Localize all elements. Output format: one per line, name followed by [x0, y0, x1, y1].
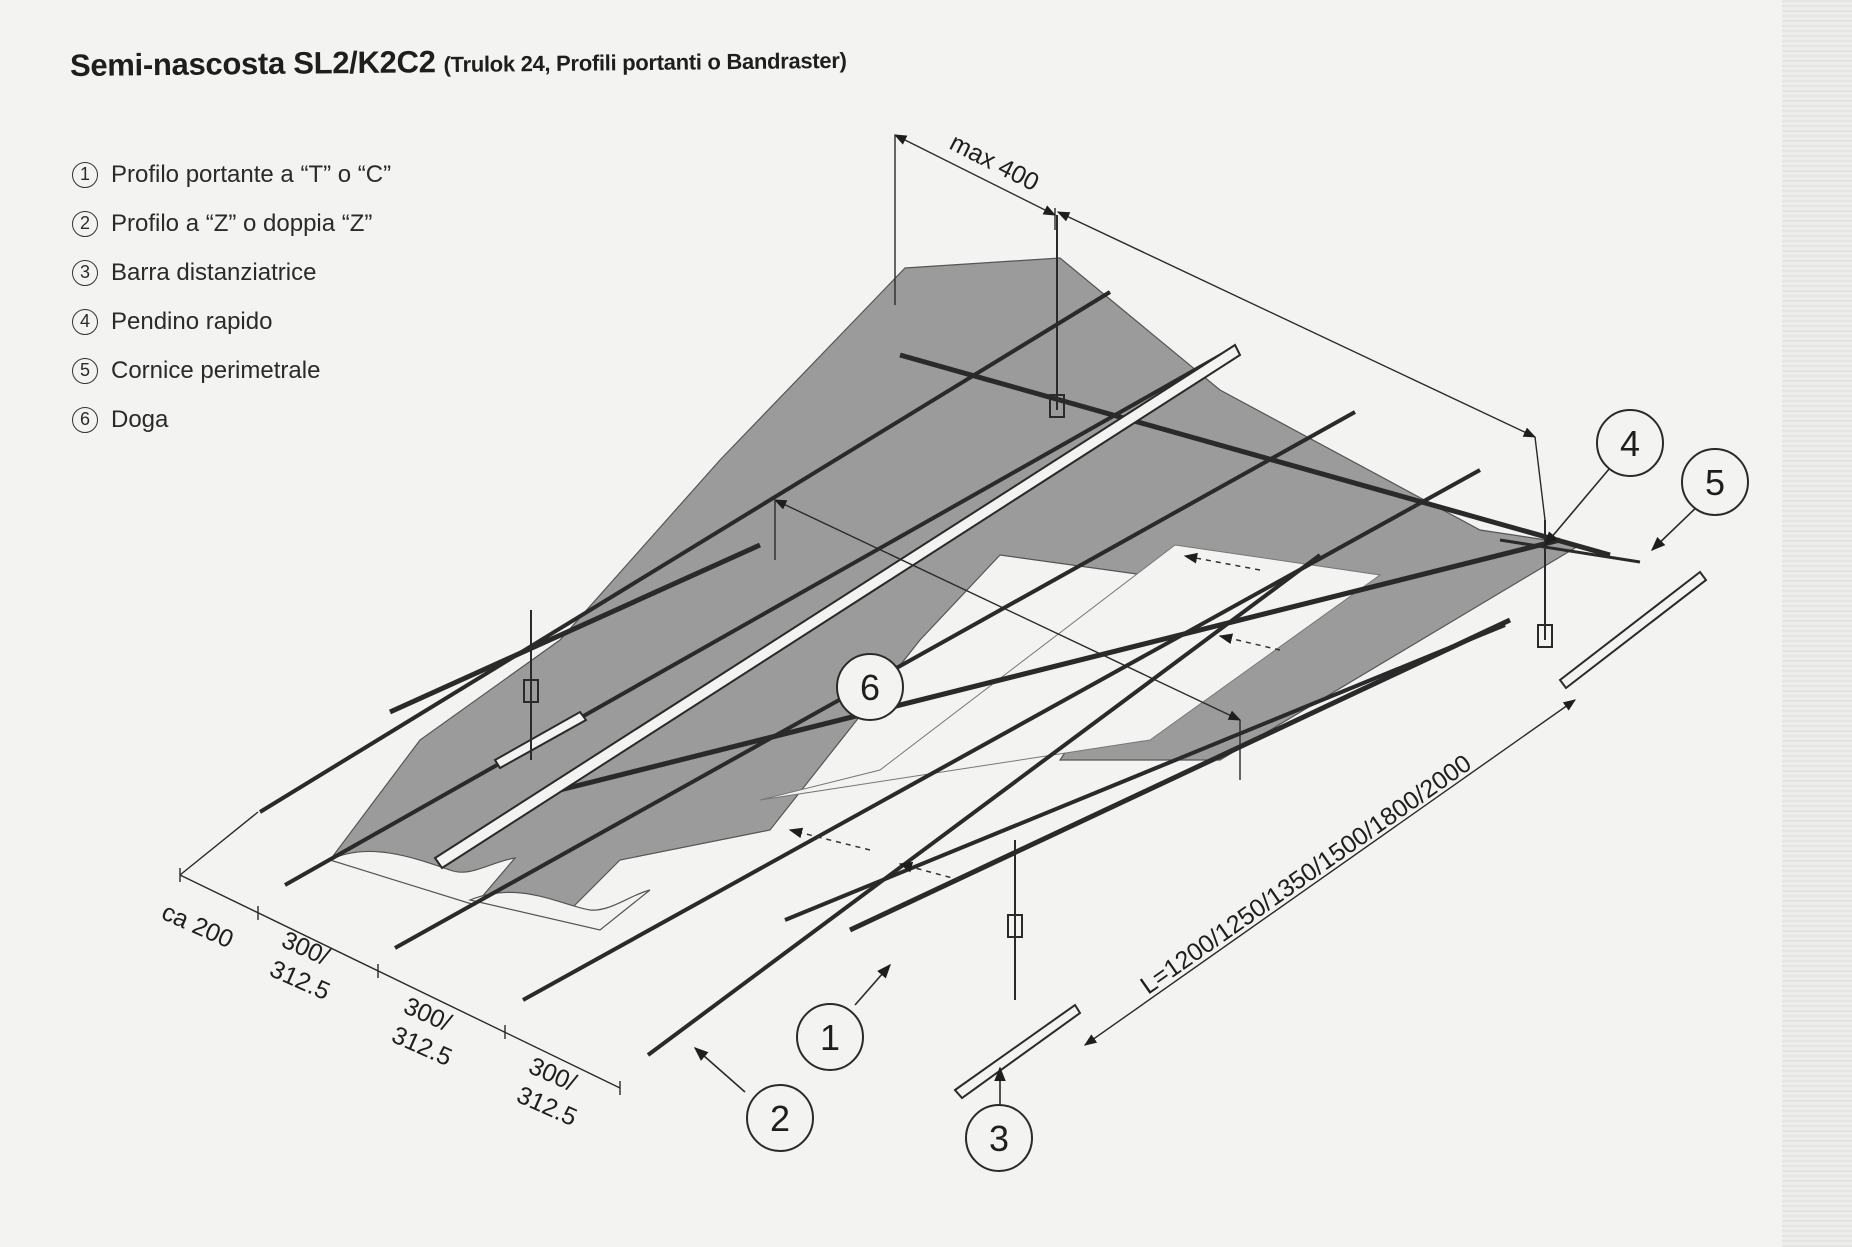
legend-number: 6 [72, 406, 98, 433]
bottom-dim-line [179, 874, 621, 1089]
callout-labels: 1 2 3 4 5 6 [770, 423, 1725, 1159]
max-dim-line [893, 134, 1057, 216]
legend-item-1: 1 Profilo portante a “T” o “C” [72, 150, 391, 199]
callout-label-3: 3 [989, 1118, 1009, 1159]
callout-circle-5 [1681, 448, 1749, 516]
scan-edge [1782, 0, 1852, 1247]
callout-label-5: 5 [1705, 462, 1725, 503]
max-dim-label: max 400 [945, 128, 1043, 196]
legend-item-5: 5 Cornice perimetrale [72, 346, 391, 395]
leader-5 [1650, 501, 1703, 551]
legend-item-6: 6 Doga [72, 395, 391, 444]
z-profile-2 [284, 348, 1231, 887]
legend-number: 3 [72, 259, 98, 286]
width-ext [1534, 436, 1546, 521]
legend-item-2: 2 Profilo a “Z” o doppia “Z” [72, 199, 391, 248]
insertion-arrow-3 [788, 827, 871, 851]
leader-2 [693, 1047, 746, 1093]
perimeter-frame-line [1499, 538, 1641, 564]
insertion-arrow-4 [898, 861, 961, 881]
legend-number: 5 [72, 357, 98, 384]
spacer-bar-3 [953, 1003, 1082, 1100]
callout-circle-1 [796, 1003, 864, 1071]
main-profile-4 [899, 352, 1611, 558]
legend: 1 Profilo portante a “T” o “C” 2 Profilo a… [72, 150, 391, 444]
callout-circle-6 [836, 653, 904, 721]
callout-label-1: 1 [820, 1017, 840, 1058]
length-dim-label: L=1200/1250/1350/1500/1800/2000 [1135, 749, 1476, 1000]
legend-label: Profilo a “Z” o doppia “Z” [111, 209, 373, 237]
legend-label: Pendino rapido [111, 307, 273, 335]
callout-circle-3 [965, 1104, 1033, 1172]
legend-item-4: 4 Pendino rapido [72, 297, 391, 346]
legend-number: 4 [72, 308, 98, 335]
perimeter-frame [1499, 538, 1641, 564]
center-dim-1 [773, 499, 1242, 721]
callout-circle-4 [1596, 409, 1664, 477]
hanger-clip-3 [523, 679, 539, 703]
panel-cut-edges [328, 850, 651, 931]
callouts [746, 409, 1749, 1172]
spacer-bar-4 [1558, 570, 1708, 690]
leader-4 [1544, 461, 1616, 547]
callout-label-4: 4 [1620, 423, 1640, 464]
edge-dim-label: ca 200 [158, 898, 238, 954]
legend-number: 2 [72, 210, 98, 237]
panel-cut-center [467, 889, 651, 931]
legend-label: Barra distanziatrice [111, 258, 317, 286]
hanger-clip-2 [1537, 624, 1553, 648]
length-dim-line [1083, 699, 1577, 1046]
legend-number: 1 [72, 161, 98, 188]
callout-label-6: 6 [860, 667, 880, 708]
z-profile-1 [258, 290, 1112, 814]
callout-circle-2 [746, 1084, 814, 1152]
z-profile-4 [522, 468, 1481, 1002]
legend-item-3: 3 Barra distanziatrice [72, 248, 391, 297]
panel-cut-left [328, 850, 517, 906]
hanger-clip-4 [1007, 914, 1023, 938]
legend-label: Doga [111, 405, 169, 433]
spacer-bar-2 [493, 710, 588, 770]
callout-label-2: 2 [770, 1098, 790, 1139]
dimension-lines [179, 134, 1577, 1095]
callout-leaders [693, 461, 1703, 1115]
legend-label: Profilo portante a “T” o “C” [111, 160, 392, 188]
width-dim-line [1056, 211, 1537, 438]
main-profile-1 [388, 542, 762, 715]
legend-label: Cornice perimetrale [111, 356, 321, 384]
edge-ext [179, 811, 259, 876]
leader-1 [854, 963, 891, 1006]
